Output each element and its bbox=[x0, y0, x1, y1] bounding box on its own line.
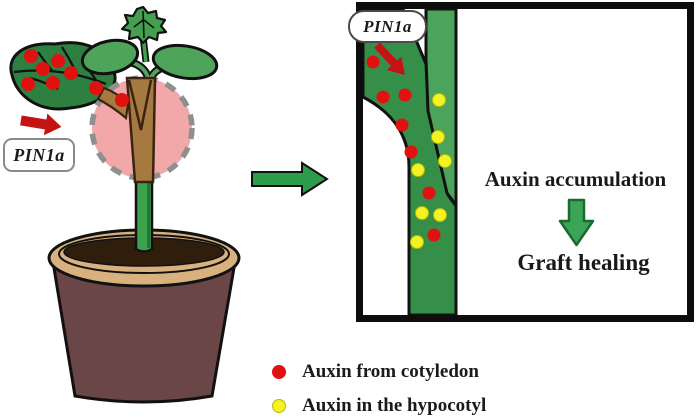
seedling-illustration bbox=[9, 5, 329, 404]
scion-leaf-left bbox=[80, 38, 140, 76]
auxin-dot-red bbox=[395, 118, 409, 132]
graft-junction bbox=[96, 76, 157, 184]
auxin-dot-yellow bbox=[438, 154, 452, 168]
auxin-dot-red bbox=[398, 88, 412, 102]
auxin-dot-red bbox=[89, 81, 103, 95]
legend-row-hypocotyl: Auxin in the hypocotyl bbox=[272, 394, 532, 418]
graft-cleft-line bbox=[127, 79, 153, 131]
auxin-dots-red-closeup bbox=[366, 55, 441, 242]
scion-leaf-right bbox=[151, 43, 219, 81]
auxin-dot-red bbox=[64, 66, 78, 80]
causation-arrow-icon bbox=[558, 198, 595, 247]
auxin-dot-red bbox=[46, 76, 60, 90]
auxin-dot-yellow bbox=[433, 208, 447, 222]
auxin-dot-red bbox=[51, 54, 65, 68]
legend: Auxin from cotyledon Auxin in the hypoco… bbox=[272, 360, 532, 420]
graft-closeup-panel: Auxin accumulation Graft healing bbox=[356, 2, 694, 322]
auxin-dots-cotyledon bbox=[21, 49, 129, 107]
auxin-dot-red bbox=[366, 55, 380, 69]
auxin-dot-red bbox=[36, 62, 50, 76]
auxin-dot-yellow bbox=[431, 130, 445, 144]
auxin-dot-yellow bbox=[415, 206, 429, 220]
red-dot-icon bbox=[272, 365, 286, 379]
auxin-dots-yellow-closeup bbox=[410, 93, 452, 249]
auxin-dot-yellow bbox=[432, 93, 446, 107]
auxin-dot-yellow bbox=[410, 235, 424, 249]
yellow-dot-icon bbox=[272, 399, 286, 413]
legend-label-hypocotyl: Auxin in the hypocotyl bbox=[302, 395, 487, 416]
graft-healing-text: Graft healing bbox=[517, 250, 650, 275]
pin1a-label-left: PIN1a bbox=[3, 138, 75, 172]
graft-highlight-dashed-ring bbox=[89, 75, 195, 181]
auxin-accumulation-text: Auxin accumulation bbox=[484, 167, 667, 191]
transition-arrow-icon bbox=[251, 161, 329, 197]
pin1a-label-closeup: PIN1a bbox=[348, 10, 427, 43]
auxin-dot-red bbox=[24, 49, 38, 63]
auxin-dot-red bbox=[115, 93, 129, 107]
auxin-dot-red bbox=[21, 77, 35, 91]
auxin-dot-red bbox=[376, 90, 390, 104]
auxin-dot-red bbox=[422, 186, 436, 200]
legend-row-cotyledon: Auxin from cotyledon bbox=[272, 360, 532, 384]
auxin-dot-red bbox=[404, 145, 418, 159]
auxin-flow-arrow-icon bbox=[20, 113, 62, 136]
auxin-flow-arrow-icon bbox=[374, 42, 405, 75]
true-leaf bbox=[120, 5, 168, 45]
hypocotyl-stem bbox=[134, 176, 154, 253]
auxin-dot-yellow bbox=[411, 163, 425, 177]
legend-label-cotyledon: Auxin from cotyledon bbox=[302, 361, 479, 382]
auxin-dot-red bbox=[427, 228, 441, 242]
petiole-brown bbox=[96, 86, 130, 121]
pot bbox=[47, 228, 241, 404]
graft-closeup-drawing bbox=[363, 9, 595, 315]
